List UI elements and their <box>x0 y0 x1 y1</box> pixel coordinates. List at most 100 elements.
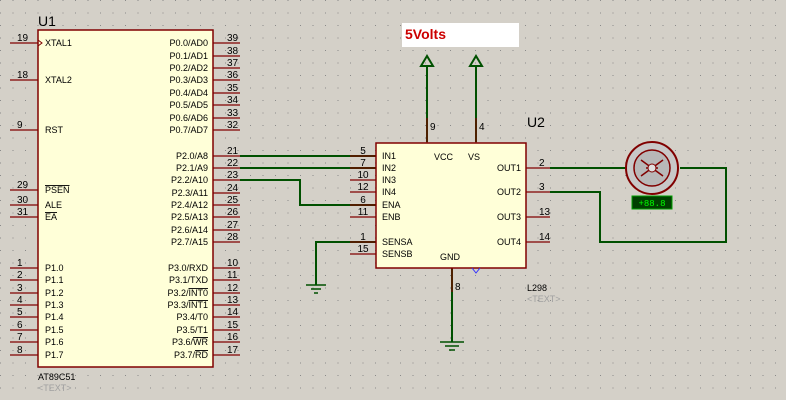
u1-pin-p2-5-a13[interactable]: 26 P2.5/A13 <box>171 207 240 222</box>
pin-number: 17 <box>227 345 239 356</box>
pin-name: SENSB <box>382 249 413 259</box>
pin-name: P3.5/T1 <box>176 325 208 335</box>
pin-name: P0.1/AD1 <box>169 51 208 61</box>
u1-pin-xtal1[interactable]: 19 XTAL1 <box>10 33 72 48</box>
u1-body <box>37 29 214 368</box>
pin-name-function: WR <box>193 337 208 347</box>
pin-number: 26 <box>227 207 239 218</box>
pin-name: OUT4 <box>497 237 521 247</box>
pin-name: P1.6 <box>45 337 64 347</box>
wire-out2-motor[interactable] <box>550 167 727 243</box>
clock-marker-icon <box>37 39 43 47</box>
pin-name-function: INT1 <box>188 300 208 310</box>
pin-number: 10 <box>227 258 239 269</box>
pin-number: 29 <box>17 180 29 191</box>
power-arrow-vs[interactable] <box>468 54 484 67</box>
origin-marker-icon <box>471 267 481 274</box>
pin-name: P2.5/A13 <box>171 212 208 222</box>
pin-name: XTAL1 <box>45 38 72 48</box>
power-arrow-icon <box>468 54 484 67</box>
pin-number: 19 <box>17 33 29 44</box>
power-label[interactable]: 5Volts <box>402 23 519 47</box>
pin-number: 23 <box>227 170 239 181</box>
pin-name: P2.7/A15 <box>171 237 208 247</box>
u2-pin-vs[interactable]: 4VS <box>468 118 485 162</box>
pin-number: 35 <box>227 83 239 94</box>
pin-name: P1.3 <box>45 300 64 310</box>
pin-number: 34 <box>227 95 239 106</box>
wire-p22-ena[interactable] <box>240 179 376 206</box>
pin-number: 14 <box>227 307 239 318</box>
pin-name: IN1 <box>382 151 396 161</box>
dc-motor[interactable]: +88.8 <box>625 141 679 210</box>
ground-symbol-gnd[interactable] <box>440 341 464 351</box>
pin-name: P2.0/A8 <box>176 151 208 161</box>
power-arrow-vcc[interactable] <box>419 54 435 67</box>
u1-reference: U1 <box>38 13 56 29</box>
pin-number: 9 <box>17 120 23 131</box>
pin-number: 1 <box>360 232 366 243</box>
pin-name: P0.7/AD7 <box>169 125 208 135</box>
pin-name: P0.0/AD0 <box>169 38 208 48</box>
ground-symbol-sensa[interactable] <box>306 284 326 294</box>
pin-name: P1.2 <box>45 288 64 298</box>
pin-number: 12 <box>227 283 239 294</box>
pin-name: ALE <box>45 200 62 210</box>
pin-name: P0.2/AD2 <box>169 63 208 73</box>
